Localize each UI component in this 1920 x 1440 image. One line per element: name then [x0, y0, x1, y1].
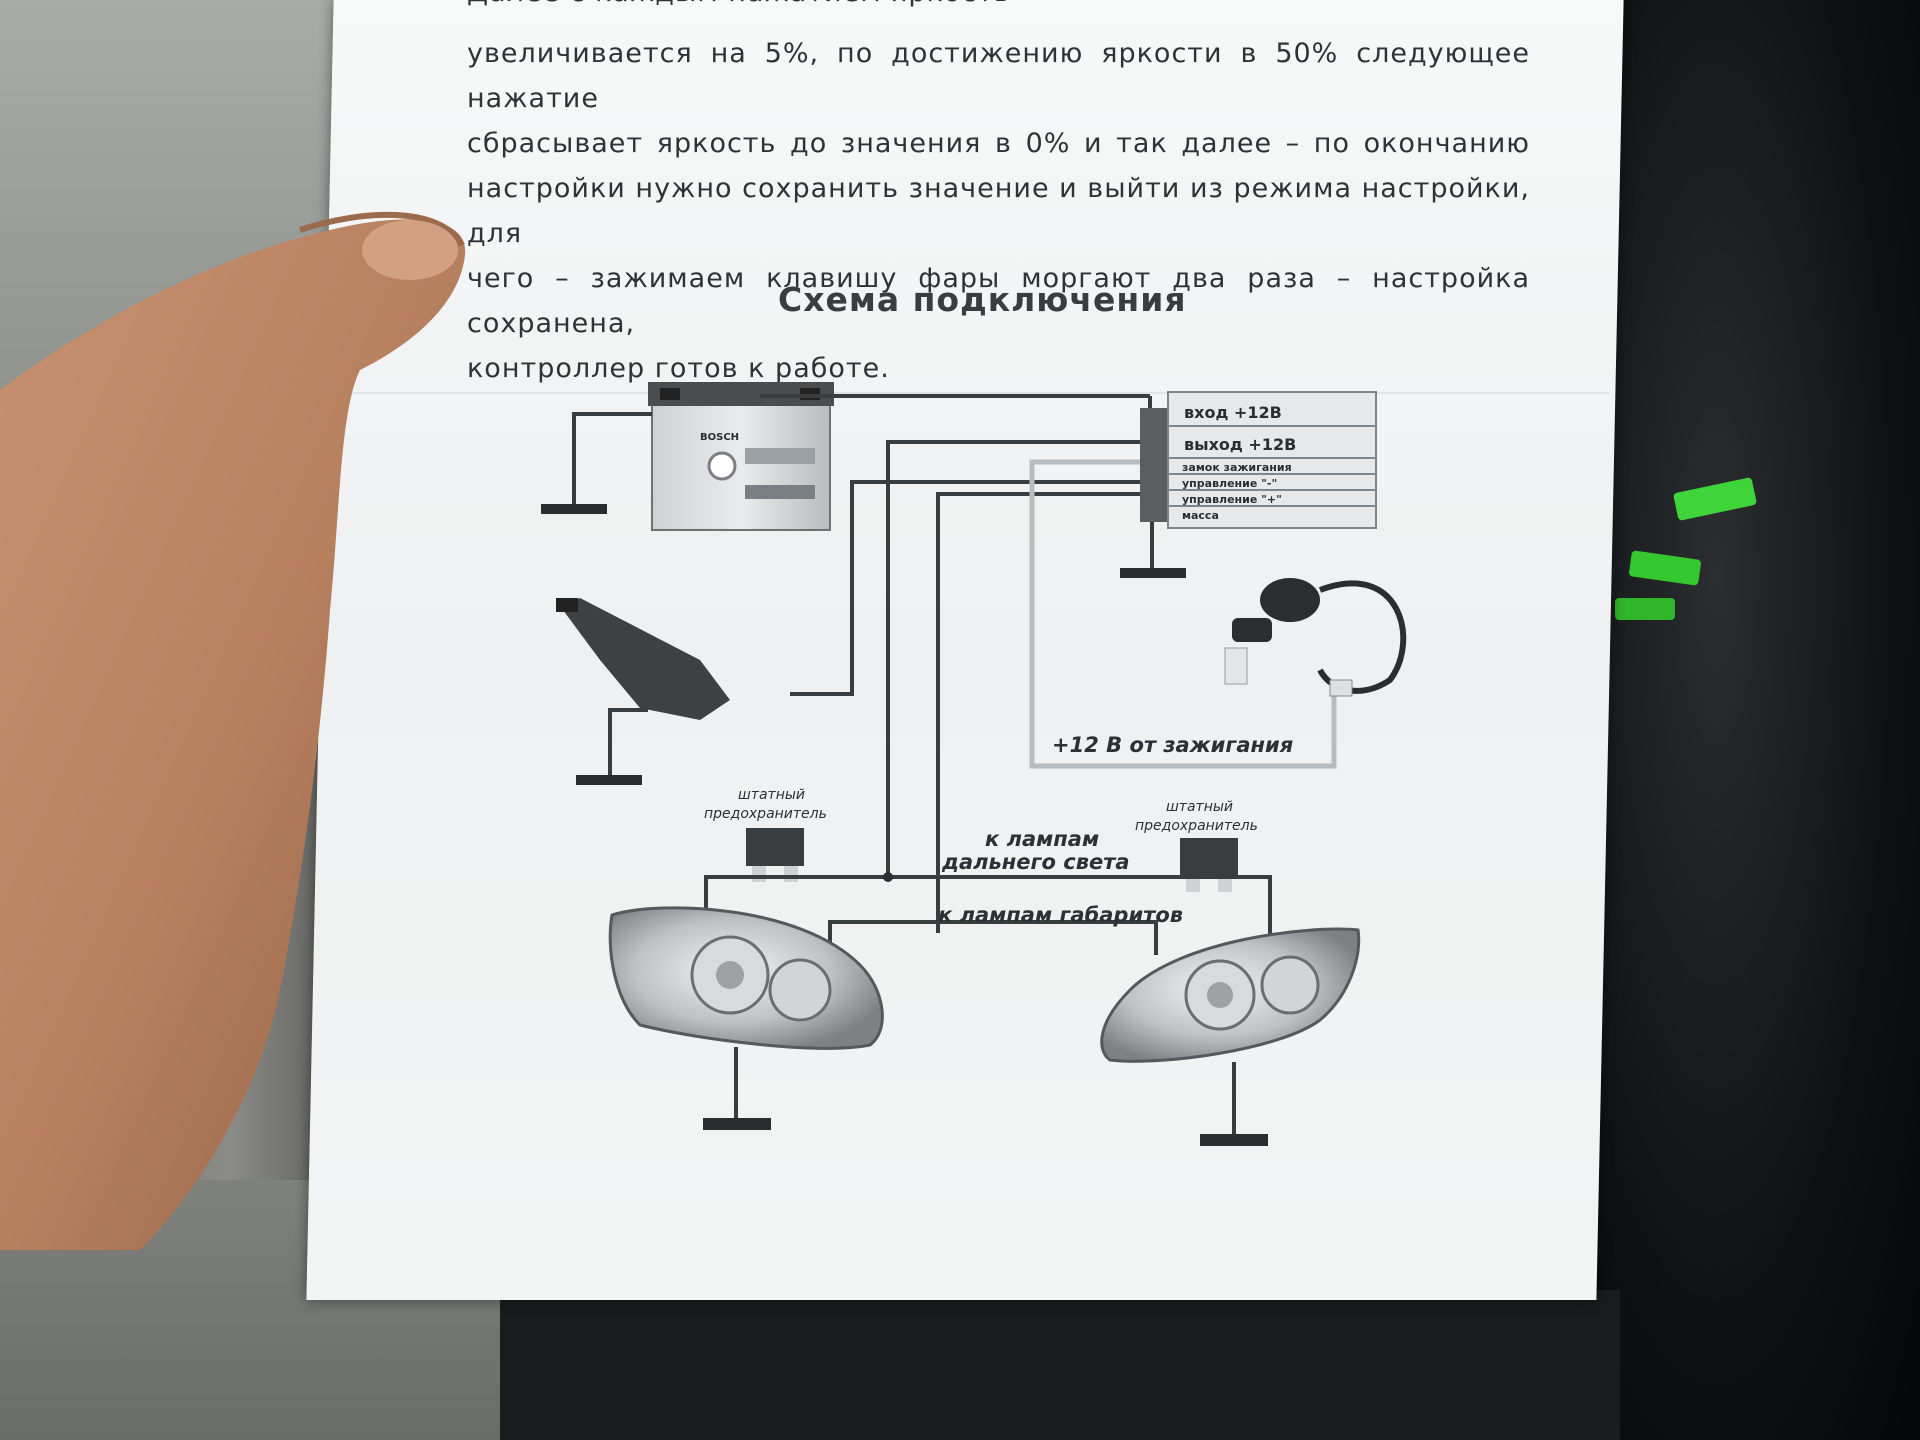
- instruction-line: настройки нужно сохранить значение и вый…: [467, 173, 1530, 249]
- background-green-indicator: [1615, 598, 1675, 620]
- instruction-line: Далее с каждым нажатием яркость: [467, 0, 1011, 15]
- instruction-line: чего – зажимаем клавишу фары моргают два…: [467, 263, 1530, 339]
- background-car-interior: [1580, 0, 1920, 1440]
- section-title: Схема подключения: [778, 280, 1187, 319]
- paper-fold-line: [330, 392, 1610, 394]
- hand-holding-paper: [0, 211, 466, 1251]
- instruction-line: сбрасывает яркость до значения в 0% и та…: [467, 128, 1530, 159]
- instruction-line: контроллер готов к работе.: [467, 353, 890, 384]
- background-seat: [500, 1290, 1620, 1440]
- instruction-line: увеличивается на 5%, по достижению яркос…: [467, 38, 1530, 114]
